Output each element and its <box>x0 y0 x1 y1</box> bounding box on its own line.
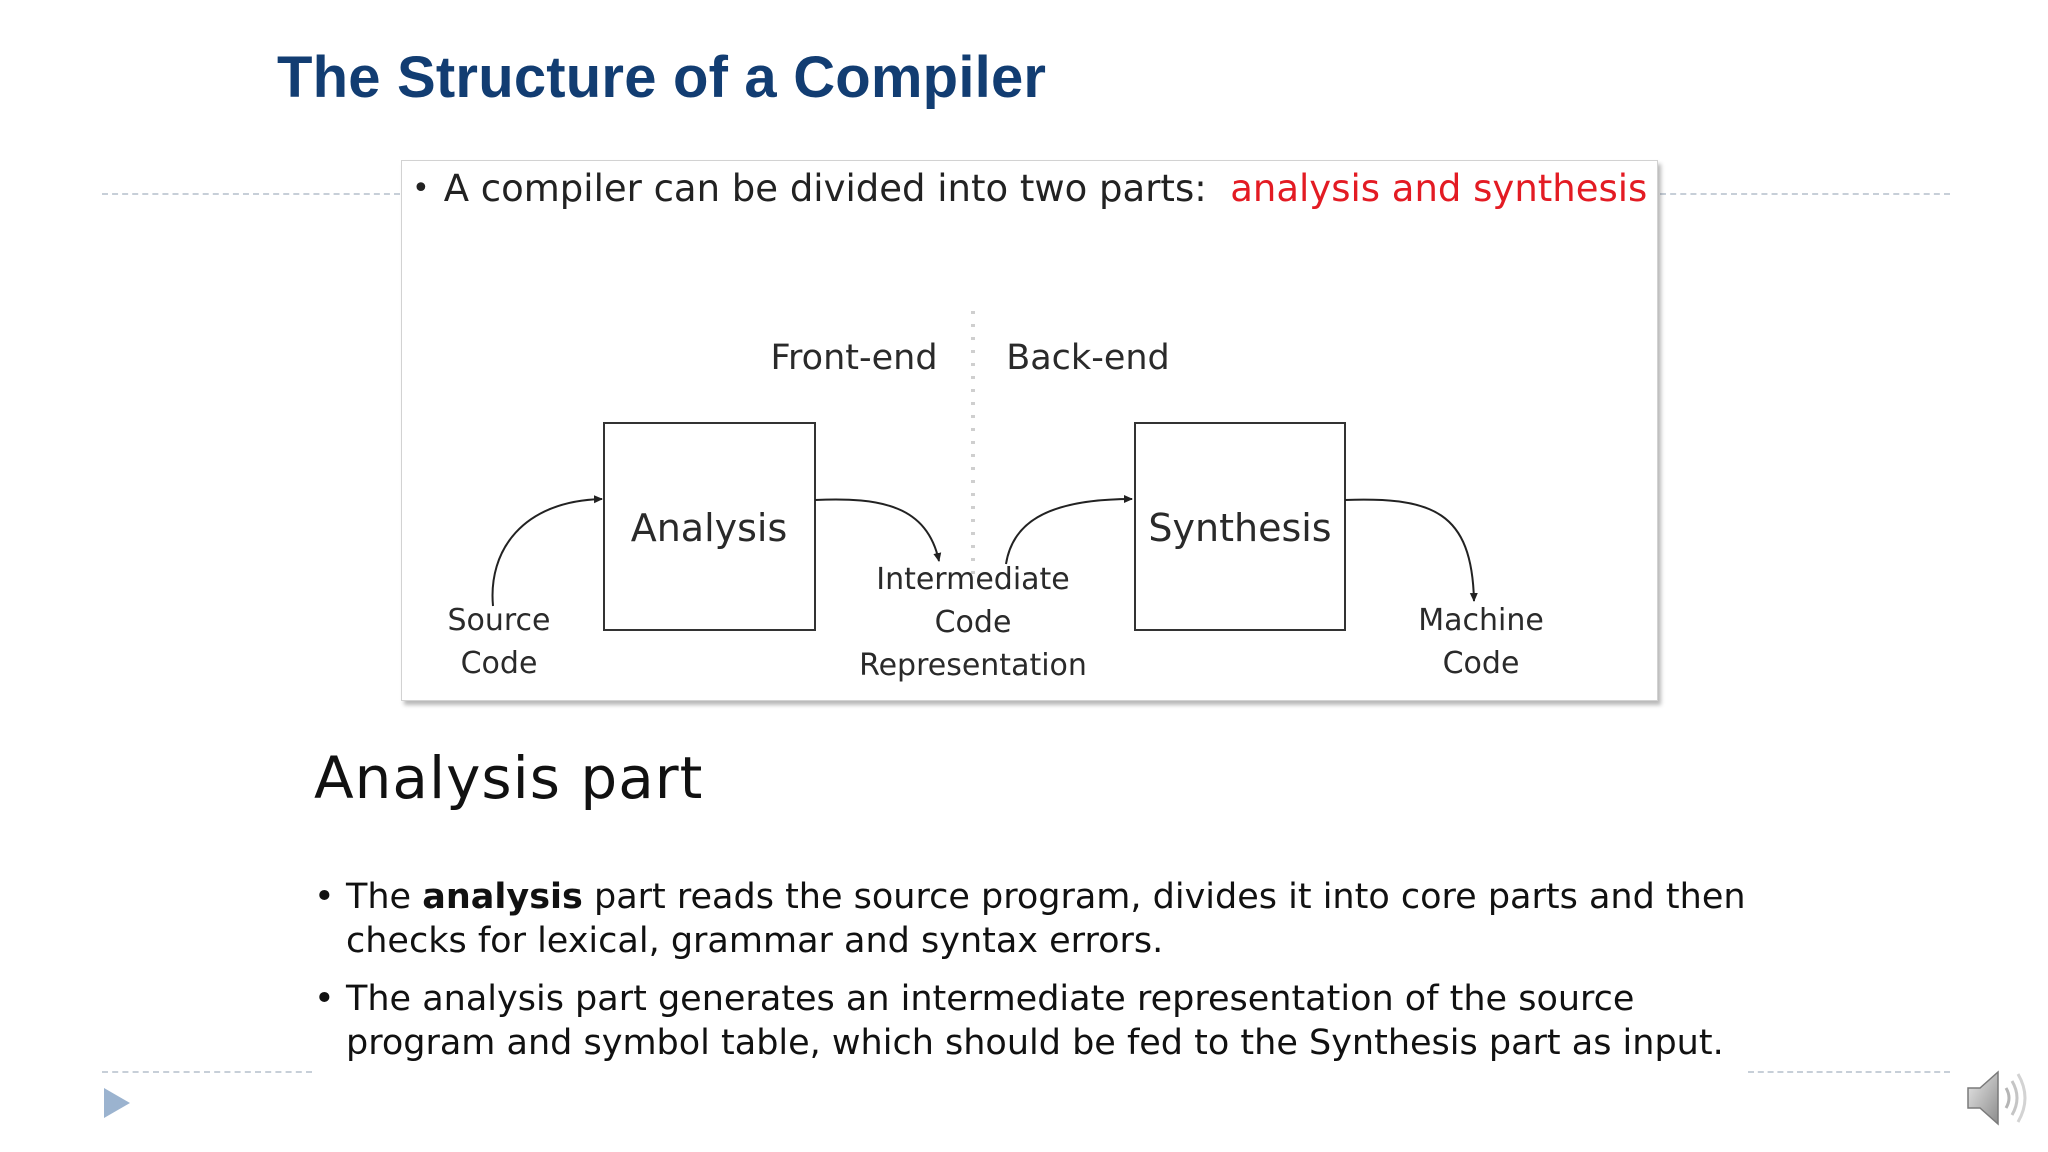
machine-code-label-line2: Code <box>1443 646 1520 681</box>
speaker-icon[interactable] <box>1962 1063 2032 1133</box>
synthesis-box <box>1134 422 1346 631</box>
bullet-item-2: • The analysis part generates an intermed… <box>310 977 1790 1065</box>
front-end-label: Front-end <box>770 338 937 378</box>
source-code-label-line2: Code <box>461 646 538 681</box>
compiler-diagram-figure: • A compiler can be divided into two part… <box>401 160 1658 701</box>
source-code-label-line1: Source <box>447 603 550 638</box>
machine-code-label-line1: Machine <box>1418 603 1544 638</box>
bullet1-text-post: part reads the source program, divides i… <box>346 877 1746 961</box>
figure-caption: • A compiler can be divided into two part… <box>412 167 1647 210</box>
bullet-list: • The analysis part reads the source prog… <box>310 875 1790 1079</box>
divider-bottom-right <box>1748 1071 1950 1073</box>
divider-top-left <box>102 193 400 195</box>
caption-text: A compiler can be divided into two parts… <box>443 167 1207 210</box>
ir-label-line2: Code <box>935 605 1012 640</box>
arrow-synthesis-to-machine <box>1344 498 1478 602</box>
bullet-item-1: • The analysis part reads the source prog… <box>310 875 1790 963</box>
bullet1-bold-term: analysis <box>422 877 583 917</box>
arrow-analysis-to-ir <box>814 498 942 562</box>
analysis-box-label: Analysis <box>631 506 788 550</box>
bullet1-text-pre: The <box>346 877 423 917</box>
caption-highlight: analysis and synthesis <box>1230 167 1648 210</box>
ir-label-line3: Representation <box>859 648 1087 683</box>
section-heading: Analysis part <box>314 744 704 812</box>
analysis-box <box>603 422 816 631</box>
play-triangle-icon[interactable] <box>102 1086 132 1120</box>
back-end-label: Back-end <box>1006 338 1170 378</box>
diagram-svg: Front-end Back-end Analysis Synthesis So… <box>447 311 1544 683</box>
bullet-mark: • <box>314 877 335 917</box>
arrow-source-to-analysis <box>491 495 603 607</box>
divider-bottom-left <box>102 1071 312 1073</box>
ir-label-line1: Intermediate <box>876 562 1070 597</box>
arrow-ir-to-synthesis <box>1005 495 1133 565</box>
bullet2-text: The analysis part generates an intermedi… <box>346 979 1724 1063</box>
divider-top-right <box>1660 193 1950 195</box>
slide-title: The Structure of a Compiler <box>277 45 1047 110</box>
bullet-mark: • <box>314 979 335 1019</box>
synthesis-box-label: Synthesis <box>1148 506 1331 550</box>
caption-bullet: • <box>412 171 430 206</box>
